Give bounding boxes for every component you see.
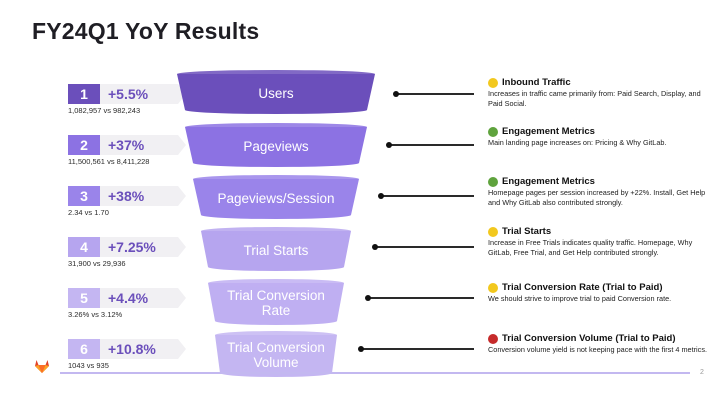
connector-line xyxy=(365,294,474,301)
funnel-segment xyxy=(185,123,367,167)
connector-dot-icon xyxy=(372,243,378,250)
status-yellow-circle-icon xyxy=(488,77,498,88)
metric-comparison: 1043 vs 935 xyxy=(68,361,109,370)
slide-title: FY24Q1 YoY Results xyxy=(32,18,260,44)
connector-line xyxy=(378,192,474,199)
note-title: Engagement Metrics xyxy=(502,176,595,187)
connector-line xyxy=(393,90,474,97)
metric-tag: 5 +4.4% xyxy=(68,288,188,308)
metric-item: 5 +4.4% 3.26% vs 3.12% xyxy=(68,288,188,319)
funnel-segment xyxy=(193,175,359,219)
note-title: Trial Conversion Rate (Trial to Paid) xyxy=(502,282,663,293)
connector-dot-icon xyxy=(386,141,392,148)
funnel-segment-label: Trial Conversion Volume xyxy=(227,340,325,370)
metric-comparison: 3.26% vs 3.12% xyxy=(68,310,123,319)
note-header: Engagement Metrics xyxy=(488,176,713,187)
metric-rank: 6 xyxy=(68,339,100,359)
metric-change: +37% xyxy=(100,135,186,155)
note-description: Main landing page increases on: Pricing … xyxy=(488,138,667,147)
note-item: Engagement Metrics Homepage pages per se… xyxy=(488,176,713,207)
connector-line xyxy=(386,141,474,148)
note-header: Engagement Metrics xyxy=(488,126,713,137)
funnel-segment-label: Pageviews xyxy=(243,138,309,154)
funnel-segment-label: Trial Conversion Rate xyxy=(227,288,325,318)
footer-divider xyxy=(60,372,690,374)
note-header: Trial Conversion Volume (Trial to Paid) xyxy=(488,333,713,344)
connector-dot-icon xyxy=(358,345,364,352)
metric-rank: 2 xyxy=(68,135,100,155)
gitlab-logo-icon xyxy=(35,360,49,373)
status-yellow-circle-icon xyxy=(488,282,498,293)
funnel-segment xyxy=(177,70,375,114)
connector-dot-icon xyxy=(393,90,399,97)
funnel-segment-top xyxy=(208,279,344,287)
note-title: Trial Conversion Volume (Trial to Paid) xyxy=(502,333,676,344)
metric-change: +38% xyxy=(100,186,186,206)
metric-comparison: 2.34 vs 1.70 xyxy=(68,208,109,217)
note-header: Trial Starts xyxy=(488,226,713,237)
note-item: Trial Conversion Volume (Trial to Paid) … xyxy=(488,333,713,355)
status-green-circle-icon xyxy=(488,176,498,187)
funnel-segment-body xyxy=(215,335,337,377)
metric-comparison: 11,500,561 vs 8,411,228 xyxy=(68,157,150,166)
note-description: Increase in Free Trials indicates qualit… xyxy=(488,238,693,257)
metric-tag: 4 +7.25% xyxy=(68,237,188,257)
metric-tag: 3 +38% xyxy=(68,186,188,206)
metric-change: +10.8% xyxy=(100,339,186,359)
note-item: Engagement Metrics Main landing page inc… xyxy=(488,126,713,148)
connector-dot-icon xyxy=(378,192,384,199)
funnel-segment-body xyxy=(208,283,344,325)
note-item: Trial Conversion Rate (Trial to Paid) We… xyxy=(488,282,713,304)
funnel-segment-top xyxy=(177,70,375,78)
funnel-segment-label: Pageviews/Session xyxy=(217,190,335,206)
funnel-segment xyxy=(208,279,344,325)
funnel-segment-top xyxy=(185,123,367,131)
note-item: Inbound Traffic Increases in traffic cam… xyxy=(488,77,713,108)
metric-change: +7.25% xyxy=(100,237,186,257)
metric-item: 4 +7.25% 31,900 vs 29,936 xyxy=(68,237,188,268)
funnel-segment-body xyxy=(193,179,359,219)
note-item: Trial Starts Increase in Free Trials ind… xyxy=(488,226,713,257)
status-red-circle-icon xyxy=(488,333,498,344)
connector-line xyxy=(372,243,474,250)
metric-rank: 4 xyxy=(68,237,100,257)
funnel-segment xyxy=(201,227,351,271)
metric-item: 2 +37% 11,500,561 vs 8,411,228 xyxy=(68,135,188,166)
funnel-segment-top xyxy=(201,227,351,235)
note-description: Increases in traffic came primarily from… xyxy=(488,89,701,108)
note-description: Conversion volume yield is not keeping p… xyxy=(488,345,708,354)
metric-item: 6 +10.8% 1043 vs 935 xyxy=(68,339,188,370)
metric-rank: 1 xyxy=(68,84,100,104)
note-description: Homepage pages per session increased by … xyxy=(488,188,706,207)
status-yellow-circle-icon xyxy=(488,226,498,237)
note-header: Inbound Traffic xyxy=(488,77,713,88)
funnel-segment-body xyxy=(201,231,351,271)
funnel-segment-top xyxy=(193,175,359,183)
funnel-segment-body xyxy=(185,127,367,167)
note-title: Trial Starts xyxy=(502,226,552,237)
connector-dot-icon xyxy=(365,294,371,301)
note-description: We should strive to improve trial to pai… xyxy=(488,294,672,303)
funnel-segment-body xyxy=(177,74,375,114)
note-title: Inbound Traffic xyxy=(502,77,571,88)
connector-line xyxy=(358,345,474,352)
funnel-segment-label: Users xyxy=(258,85,294,101)
status-green-circle-icon xyxy=(488,126,498,137)
metric-tag: 1 +5.5% xyxy=(68,84,188,104)
metric-item: 1 +5.5% 1,082,957 vs 982,243 xyxy=(68,84,188,115)
metric-comparison: 31,900 vs 29,936 xyxy=(68,259,126,268)
note-title: Engagement Metrics xyxy=(502,126,595,137)
page-number: 2 xyxy=(700,369,704,376)
metric-item: 3 +38% 2.34 vs 1.70 xyxy=(68,186,188,217)
metric-comparison: 1,082,957 vs 982,243 xyxy=(68,106,141,115)
metric-change: +4.4% xyxy=(100,288,186,308)
note-header: Trial Conversion Rate (Trial to Paid) xyxy=(488,282,713,293)
metric-rank: 3 xyxy=(68,186,100,206)
metric-tag: 2 +37% xyxy=(68,135,188,155)
funnel-segment-top xyxy=(215,331,337,339)
metric-rank: 5 xyxy=(68,288,100,308)
metric-tag: 6 +10.8% xyxy=(68,339,188,359)
funnel-segment xyxy=(215,331,337,377)
funnel-segment-label: Trial Starts xyxy=(243,242,309,258)
